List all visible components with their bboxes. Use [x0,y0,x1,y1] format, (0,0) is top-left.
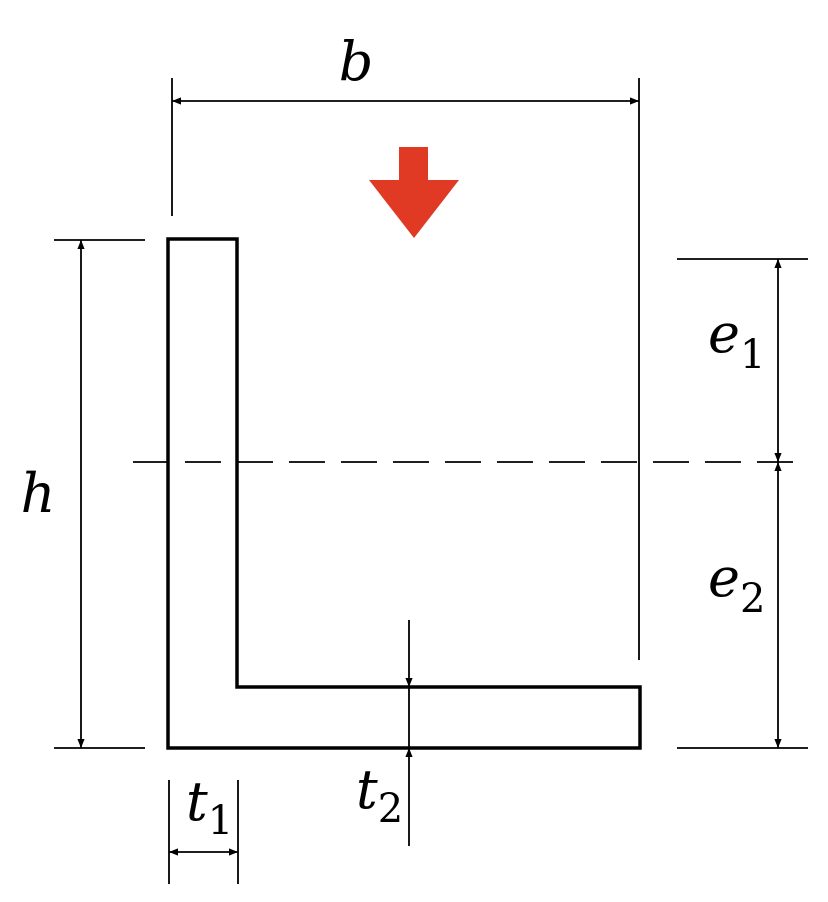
b-label: b [339,30,374,93]
e1-label: e1 [708,302,765,378]
l-section-outline [166,237,642,750]
t2-label: t2 [356,758,403,832]
e2-label: e2 [708,546,765,622]
down-arrow-icon [369,147,459,238]
t1-label: t1 [186,770,233,844]
h-label: h [21,462,56,525]
